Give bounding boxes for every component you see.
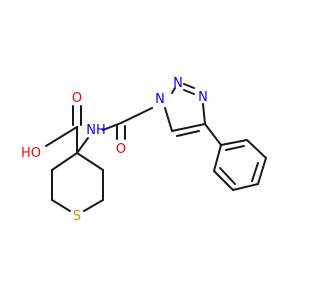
- atom-label-hydroxyl: HO: [21, 146, 41, 161]
- atom-label-sulfur: S: [73, 209, 81, 224]
- bond-ph-inner-3: [219, 167, 236, 185]
- bond-c-ch2: [120, 107, 153, 124]
- bond-n1-n2: [171, 87, 176, 94]
- bond-c4-c5-a: [171, 123, 206, 132]
- bond-c2-s: [51, 199, 71, 212]
- bond-ph-5-6: [213, 170, 234, 191]
- bond-ph-1-2: [220, 139, 248, 146]
- bond-n2-n3-a: [183, 83, 195, 89]
- bond-n-c: [102, 122, 122, 131]
- bond-ph-6-1: [213, 144, 222, 172]
- molecule-structure: HO O NH O N N N S: [0, 0, 300, 300]
- background: [0, 0, 300, 300]
- bond-c5-n1: [164, 107, 173, 132]
- bond-ph-4-5: [232, 183, 259, 191]
- bond-n2-n3-b: [183, 89, 195, 95]
- bond-ph-3-4: [257, 157, 267, 185]
- bond-s-c6: [83, 199, 104, 212]
- bond-ph-inner-1: [225, 145, 245, 151]
- atom-label-amide-nitrogen: NH: [86, 123, 106, 138]
- bond-layer: [45, 83, 267, 212]
- bond-triazole-phenyl: [204, 123, 222, 146]
- bond-c4-c3: [51, 152, 78, 171]
- atom-label-layer: HO O NH O N N N S: [21, 76, 208, 224]
- atom-label-triazole-n2: N: [173, 76, 183, 91]
- bond-ph-2-3: [246, 139, 267, 159]
- bond-c-oh: [45, 126, 78, 147]
- atom-label-triazole-n1: N: [155, 92, 165, 107]
- atom-label-triazole-n3: N: [198, 90, 208, 105]
- bond-ph-inner-2: [251, 162, 259, 182]
- atom-label-amide-oxygen: O: [116, 142, 126, 157]
- bond-c4-n: [76, 137, 89, 154]
- bond-c4-c5-b: [176, 130, 200, 137]
- bond-c5-c4: [76, 152, 104, 171]
- atom-label-acid-carbonyl-oxygen: O: [72, 91, 82, 106]
- bond-n3-c4: [202, 103, 206, 125]
